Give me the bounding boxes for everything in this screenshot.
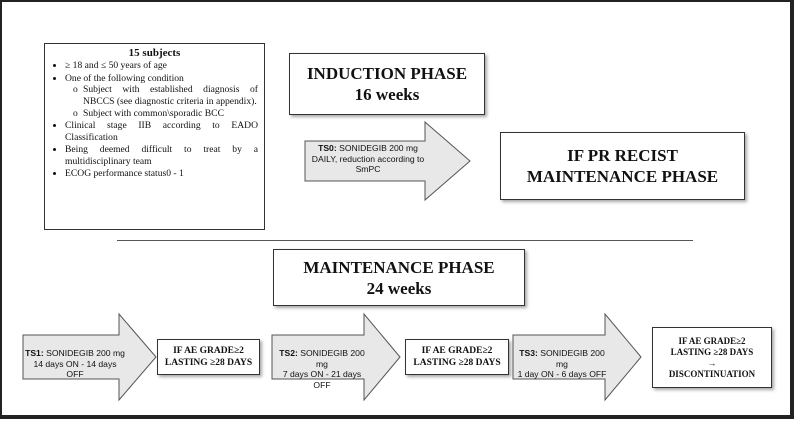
- criteria-title: 15 subjects: [128, 47, 181, 59]
- criteria-item-age: ≥ 18 and ≤ 50 years of age: [65, 60, 258, 71]
- ae-box-2-grade: IF AE GRADE≥2: [421, 346, 493, 356]
- criteria-item-difficult: Being deemed difficult to treat by a mul…: [65, 144, 258, 167]
- inclusion-criteria-box: 15 subjects ≥ 18 and ≤ 50 years of age O…: [44, 43, 265, 230]
- ts3-label: TS3:: [519, 348, 538, 358]
- criteria-item-ecog: ECOG performance status0 - 1: [65, 168, 258, 179]
- ts3-drug: SONIDEGIB 200 mg: [537, 348, 605, 369]
- ae-box-1: IF AE GRADE≥2 LASTING ≥28 DAYS: [157, 339, 260, 375]
- criteria-sub-item-nbccs: Subject with established diagnosis of NB…: [73, 84, 258, 107]
- criteria-item-condition-label: One of the following condition: [65, 72, 184, 84]
- discontinuation-duration: LASTING ≥28 DAYS: [670, 346, 754, 357]
- ts2-text: TS2: SONIDEGIB 200 mg 7 days ON - 21 day…: [274, 348, 370, 390]
- criteria-item-condition: One of the following condition Subject w…: [65, 73, 258, 120]
- if-pr-recist-title: IF PR RECIST: [567, 146, 678, 165]
- figure-frame: [0, 0, 794, 419]
- ts3-arrow-shape: [512, 312, 642, 402]
- ts3-text: TS3: SONIDEGIB 200 mg 1 day ON - 6 days …: [515, 348, 609, 380]
- ae-box-2-duration: LASTING ≥28 DAYS: [413, 358, 501, 368]
- ts1-label: TS1:: [25, 348, 44, 358]
- maintenance-phase-title: MAINTENANCE PHASE: [303, 257, 495, 277]
- ts1-text: TS1: SONIDEGIB 200 mg 14 days ON - 14 da…: [25, 348, 125, 380]
- ts0-arrow-shape: [304, 120, 471, 202]
- ts2-arrow-shape: [271, 312, 401, 402]
- ts0-text: TS0: SONIDEGIB 200 mg DAILY, reduction a…: [311, 143, 425, 175]
- section-divider: [117, 240, 693, 241]
- ae-box-2: IF AE GRADE≥2 LASTING ≥28 DAYS: [405, 339, 509, 375]
- discontinuation-box: IF AE GRADE≥2 LASTING ≥28 DAYS → DISCONT…: [652, 327, 772, 388]
- ts2-drug: SONIDEGIB 200 mg: [297, 348, 365, 369]
- criteria-sub-item-bcc: Subject with common\sporadic BCC: [73, 108, 258, 120]
- criteria-list: ≥ 18 and ≤ 50 years of age One of the fo…: [51, 60, 258, 179]
- induction-phase-title: INDUCTION PHASE: [306, 64, 468, 83]
- ts2-arrow: TS2: SONIDEGIB 200 mg 7 days ON - 21 day…: [271, 312, 401, 402]
- ts2-schedule: 7 days ON - 21 days OFF: [282, 369, 362, 390]
- ae-box-1-grade: IF AE GRADE≥2: [173, 346, 244, 356]
- ts1-drug: SONIDEGIB 200 mg: [43, 348, 125, 358]
- ts1-arrow: TS1: SONIDEGIB 200 mg 14 days ON - 14 da…: [22, 312, 157, 402]
- ts0-arrow: TS0: SONIDEGIB 200 mg DAILY, reduction a…: [304, 120, 471, 202]
- ts1-arrow-shape: [22, 312, 157, 402]
- ts3-arrow: TS3: SONIDEGIB 200 mg 1 day ON - 6 days …: [512, 312, 642, 402]
- ts2-label: TS2:: [279, 348, 298, 358]
- discontinuation-label: DISCONTINUATION: [668, 368, 756, 379]
- criteria-item-stage: Clinical stage IIB according to EADO Cla…: [65, 120, 258, 143]
- right-arrow-icon: →: [707, 357, 717, 368]
- ts3-schedule: 1 day ON - 6 days OFF: [517, 369, 607, 379]
- ts1-schedule: 14 days ON - 14 days OFF: [33, 358, 117, 380]
- if-pr-recist-box: IF PR RECIST MAINTENANCE PHASE: [500, 132, 745, 200]
- maintenance-phase-duration: 24 weeks: [366, 278, 432, 298]
- ae-box-1-duration: LASTING ≥28 DAYS: [164, 358, 253, 368]
- ts0-description: SONIDEGIB 200 mg DAILY, reduction accord…: [311, 143, 425, 174]
- maintenance-phase-label: MAINTENANCE PHASE: [526, 167, 719, 186]
- induction-phase-box: INDUCTION PHASE 16 weeks: [289, 53, 485, 115]
- ts0-label: TS0:: [318, 143, 337, 153]
- discontinuation-grade: IF AE GRADE≥2: [678, 335, 746, 346]
- criteria-sub-list: Subject with established diagnosis of NB…: [65, 84, 258, 120]
- induction-phase-duration: 16 weeks: [354, 85, 420, 104]
- maintenance-phase-box: MAINTENANCE PHASE 24 weeks: [273, 249, 525, 306]
